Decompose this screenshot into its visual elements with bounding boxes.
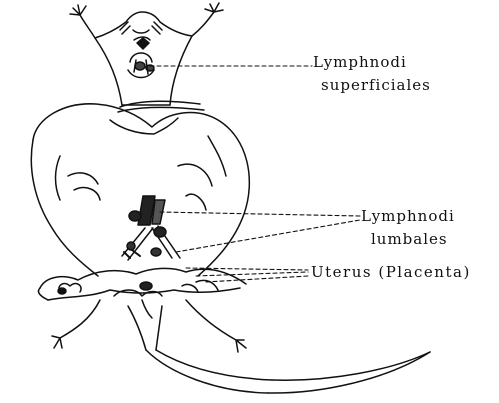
- label-lymphnodi-superficiales-line2: superficiales: [321, 76, 431, 94]
- leader-line-lumbales-upper: [160, 212, 360, 216]
- neck-band: [118, 101, 204, 112]
- leader-lines: [150, 66, 360, 282]
- label-lymphnodi-lumbales-line1: Lymphnodi: [361, 207, 455, 225]
- label-lymphnodi-superficiales-line1: Lymphnodi: [313, 53, 407, 71]
- label-lymphnodi-lumbales-line2: lumbales: [371, 230, 448, 248]
- label-uterus-placenta: Uterus (Placenta): [311, 263, 471, 281]
- head-details: [120, 22, 162, 34]
- lymphnodi-superficiales-marks: [134, 38, 154, 74]
- lymphnodi-lumbales-marks: [122, 196, 180, 260]
- leader-line-uterus-2: [196, 272, 308, 276]
- upper-body-outline: [70, 3, 223, 105]
- leader-line-uterus-3: [206, 276, 308, 282]
- body-sac-outline: [31, 104, 249, 276]
- lower-body-outline: [52, 300, 430, 393]
- leader-line-lumbales-lower: [176, 220, 360, 252]
- uterus-placenta: [38, 268, 246, 300]
